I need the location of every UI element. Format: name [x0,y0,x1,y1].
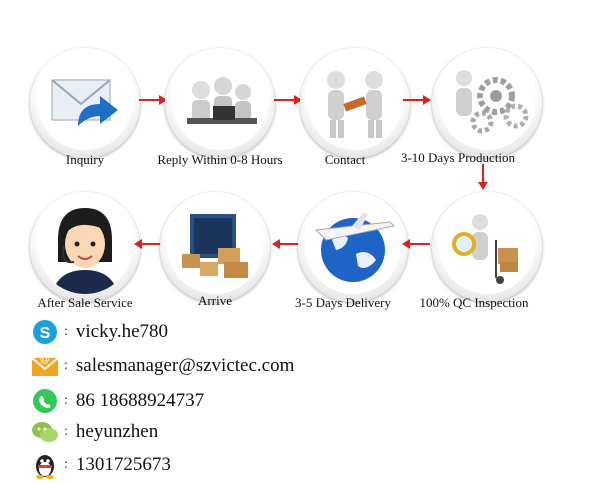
separator: : [64,457,68,472]
contact-qq: : 1301725673 [30,451,171,479]
step-label: Inquiry [65,152,105,167]
svg-text:S: S [40,325,51,342]
wechat-icon [30,418,60,446]
magnifier-inspection-icon [452,214,518,284]
contact-whatsapp: : 86 18688924737 [30,387,204,415]
skype-id: vicky.he780 [75,321,169,342]
step-reply-circle [165,48,275,158]
separator: : [64,393,68,408]
qq-icon [30,451,60,479]
step-qc-circle [432,192,542,302]
wechat-id: heyunzhen [75,421,159,442]
container-boxes-icon [182,214,248,278]
separator: : [64,358,68,373]
call-center-icon [187,77,257,124]
contact-skype: S : vicky.he780 [30,318,168,346]
step-label: 3-5 Days Delivery [294,295,392,310]
arrow-right-icon [274,95,302,105]
email-address[interactable]: salesmanager@szvictec.com [75,355,295,376]
globe-airplane-icon [314,212,396,282]
step-label: After Sale Service [37,295,133,310]
support-agent-icon [52,208,118,294]
step-contact-circle [300,48,410,158]
separator: : [64,424,68,439]
separator: : [64,324,68,339]
email-icon: @ [30,352,60,380]
step-production-circle [432,48,542,158]
handshake-figures-icon [327,71,383,138]
step-label: Contact [324,152,366,167]
step-label: 3-10 Days Production [400,150,516,165]
arrow-right-icon [403,95,431,105]
step-label: Arrive [198,293,232,308]
arrow-left-icon [272,239,300,249]
arrow-down-icon [478,164,488,190]
step-label: Reply Within 0-8 Hours [157,152,283,167]
arrow-left-icon [402,239,430,249]
gears-production-icon [456,70,529,134]
step-after-sale-circle [30,192,140,302]
arrow-right-icon [139,95,167,105]
step-delivery-circle [298,192,408,302]
envelope-reply-icon [51,79,118,126]
step-label: 100% QC Inspection [419,295,529,310]
skype-icon: S [30,318,60,346]
contact-wechat: : heyunzhen [30,418,158,446]
svg-text:@: @ [40,354,50,365]
step-inquiry-circle [30,48,140,158]
whatsapp-number: 86 18688924737 [75,390,205,411]
contact-email: @ : salesmanager@szvictec.com [30,352,294,380]
whatsapp-icon [30,387,60,415]
step-arrive-circle [160,192,270,302]
qq-number: 1301725673 [75,454,171,475]
arrow-left-icon [134,239,162,249]
